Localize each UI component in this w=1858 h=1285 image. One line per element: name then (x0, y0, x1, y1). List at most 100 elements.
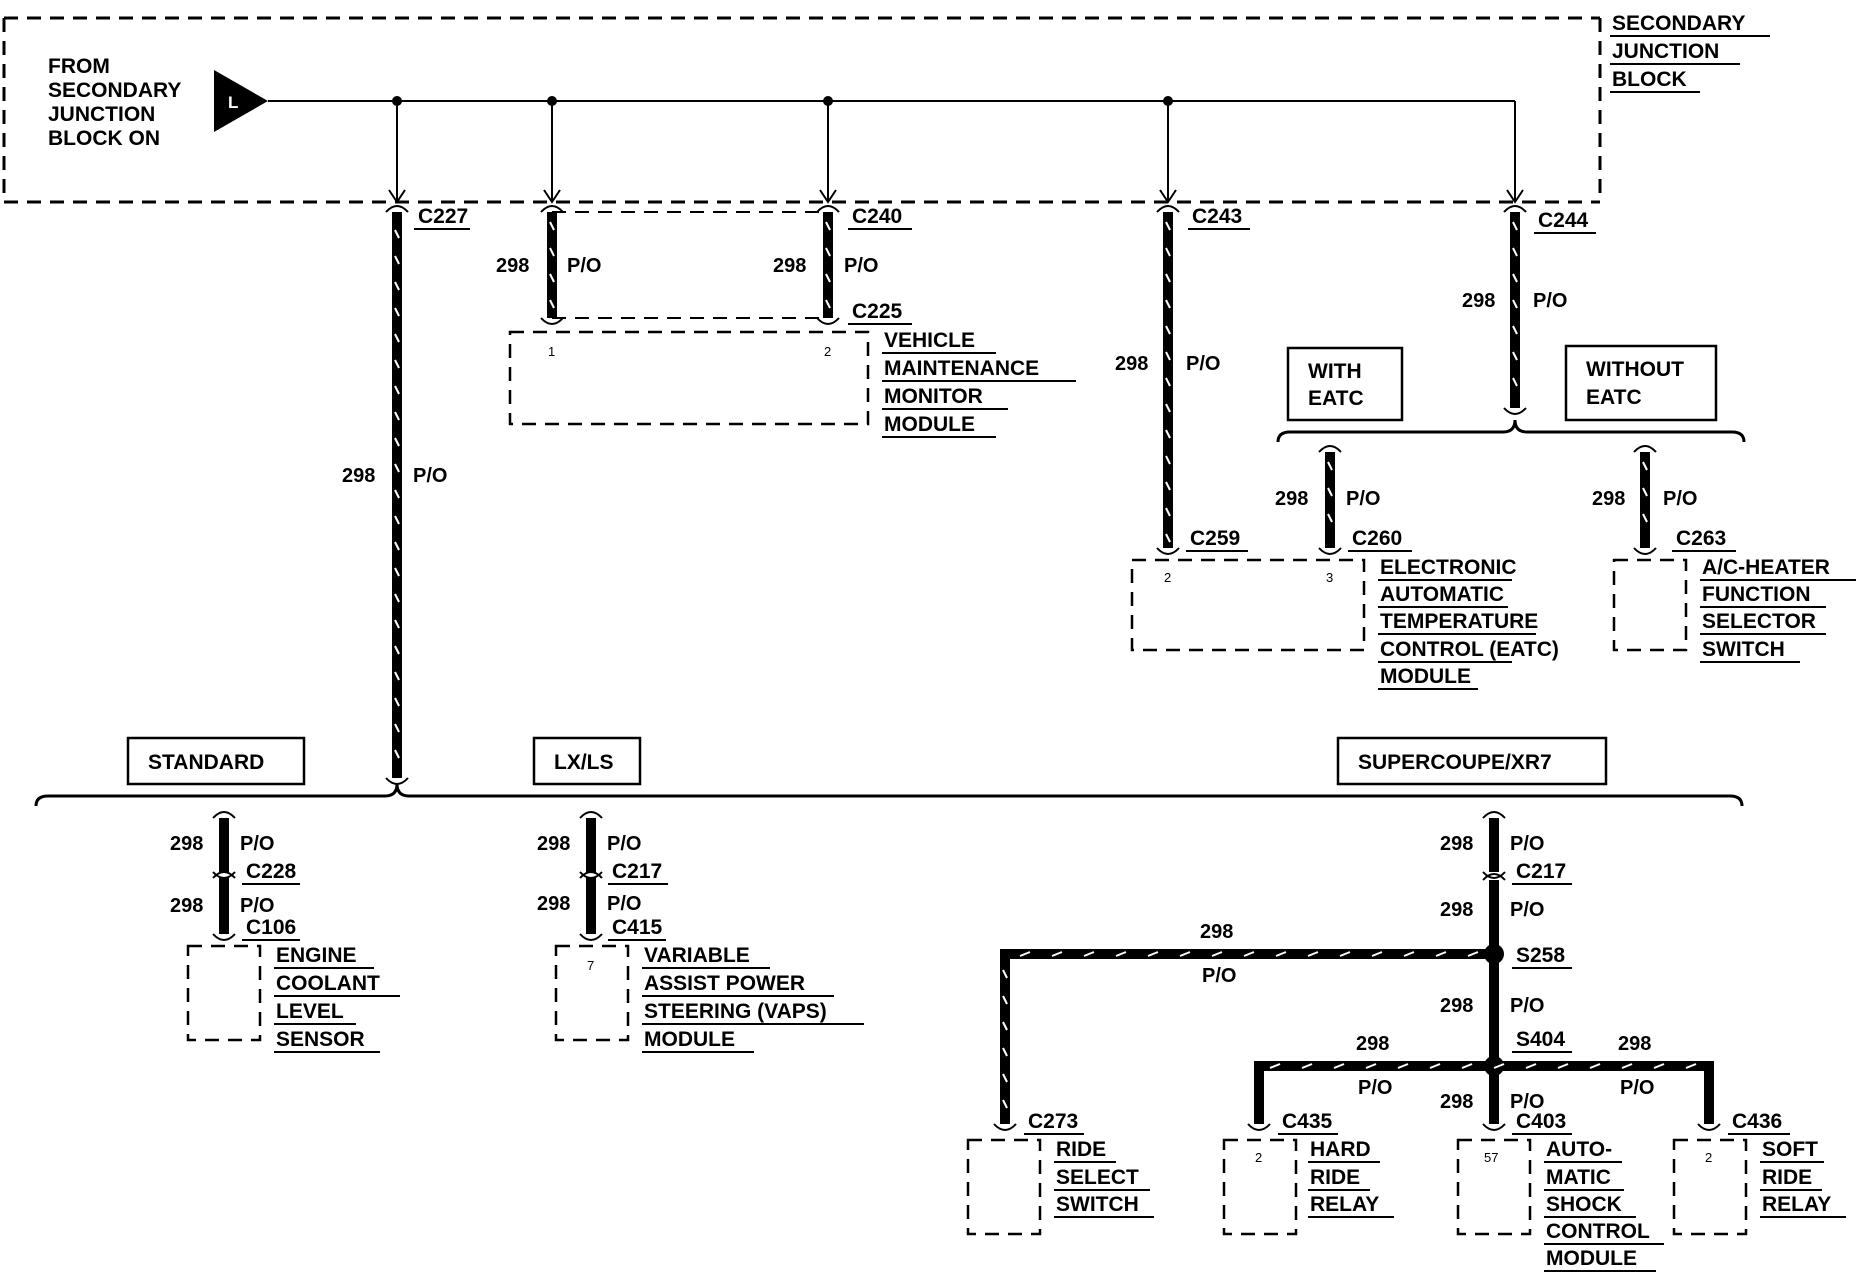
wire-vmm2-number: 298 (773, 255, 806, 277)
svg-text:CONTROL: CONTROL (1546, 1220, 1650, 1243)
conn-c106: C106 (246, 916, 296, 939)
wire-tick (1397, 1063, 1409, 1069)
svg-text:298: 298 (1440, 1091, 1473, 1113)
conn-c243: C243 (1192, 205, 1242, 228)
wire-ride-select (993, 949, 1494, 1131)
conn-c225: C225 (852, 300, 903, 323)
wire-tick (1115, 951, 1127, 957)
wire-tick (1275, 951, 1287, 957)
wire-ac-color: P/O (1663, 488, 1697, 510)
wire-tick (1165, 351, 1171, 361)
wire-tick (1002, 1021, 1008, 1031)
wire-c244 (1503, 205, 1527, 415)
svg-text:TEMPERATURE: TEMPERATURE (1380, 610, 1538, 633)
svg-text:P/O: P/O (1510, 833, 1544, 855)
wire-tick (1165, 247, 1171, 257)
wire-tick (1512, 351, 1518, 361)
svg-text:RELAY: RELAY (1310, 1193, 1379, 1216)
svg-text:SUPERCOUPE/XR7: SUPERCOUPE/XR7 (1358, 751, 1552, 774)
wire-tick (1002, 1047, 1008, 1057)
wire-vmm1-number: 298 (496, 255, 529, 277)
svg-text:298: 298 (170, 833, 203, 855)
wire-tick (394, 411, 400, 421)
wire-sc-upper (1482, 811, 1506, 879)
wire-tick (394, 385, 400, 395)
eatc-option-bracket (1276, 419, 1746, 443)
wire-tick (394, 645, 400, 655)
wire-tick (549, 273, 555, 283)
svg-text:298: 298 (537, 893, 570, 915)
wire-tick (394, 333, 400, 343)
svg-text:P/O: P/O (240, 895, 274, 917)
wire-tick (1493, 1063, 1505, 1069)
wire-lxls-upper (579, 811, 603, 879)
wire-tick (1083, 951, 1095, 957)
ac-heater-label: A/C-HEATER FUNCTION SELECTOR SWITCH (1700, 556, 1856, 663)
source-pin-label: L (228, 93, 238, 112)
eatc-pin-2: 2 (1164, 570, 1171, 585)
wire-tick (1589, 1063, 1601, 1069)
wire-s404-bus (1247, 1061, 1721, 1131)
wire-tick (1685, 1063, 1697, 1069)
hard-ride-label: HARD RIDE RELAY (1308, 1138, 1394, 1218)
wire-tick (394, 515, 400, 525)
conn-c227: C227 (418, 205, 468, 228)
wire-sc-to-s258 (1482, 873, 1506, 954)
wire-tick (1642, 487, 1648, 497)
hard-ride-relay-box: 2 (1222, 1138, 1298, 1236)
vmm-pin-1: 1 (548, 344, 555, 359)
conn-c273: C273 (1028, 1110, 1078, 1133)
option-lxls: LX/LS (532, 736, 642, 786)
soft-ride-relay-box: 2 (1672, 1138, 1748, 1236)
svg-text:STANDARD: STANDARD (148, 751, 264, 774)
wire-tick (1557, 1063, 1569, 1069)
vaps-module-box: 7 (554, 944, 630, 1042)
wire-tick (1165, 455, 1171, 465)
wire-tick (1269, 1063, 1281, 1069)
svg-text:MONITOR: MONITOR (884, 385, 983, 408)
svg-text:EATC: EATC (1308, 387, 1364, 410)
conn-c435: C435 (1282, 1110, 1333, 1133)
svg-text:FUNCTION: FUNCTION (1702, 583, 1811, 606)
wire-tick (1512, 273, 1518, 283)
wire-tick (394, 255, 400, 265)
wire-tick (1165, 377, 1171, 387)
ac-heater-component-box (1612, 558, 1688, 652)
source-label: FROM SECONDARY JUNCTION BLOCK ON (48, 55, 181, 150)
svg-text:VEHICLE: VEHICLE (884, 329, 975, 352)
wire-tick (394, 463, 400, 473)
conn-c217-lxls: C217 (612, 860, 662, 883)
wire-tick (1333, 1063, 1345, 1069)
wire-ac-heater (1633, 445, 1657, 555)
wire-tick (1147, 951, 1159, 957)
wire-tick (825, 273, 831, 283)
svg-text:P/O: P/O (1510, 1091, 1544, 1113)
wire-tick (1307, 951, 1319, 957)
wire-tick (394, 437, 400, 447)
conn-c217-sc: C217 (1516, 860, 1566, 883)
svg-text:MODULE: MODULE (1546, 1247, 1637, 1270)
svg-text:298: 298 (1618, 1033, 1651, 1055)
wire-tick (549, 221, 555, 231)
wire-tick (1165, 325, 1171, 335)
svg-text:298: 298 (1440, 899, 1473, 921)
conn-c260: C260 (1352, 527, 1402, 550)
vmm-label: VEHICLE MAINTENANCE MONITOR MODULE (882, 329, 1076, 438)
wire-tick (1512, 247, 1518, 257)
wire-c243-color: P/O (1186, 353, 1220, 375)
wire-tick (825, 247, 831, 257)
wire-tick (1327, 513, 1333, 523)
svg-text:COOLANT: COOLANT (276, 972, 380, 995)
wire-tick-marks (394, 221, 1697, 1109)
jb-line-1: SECONDARY (1612, 12, 1745, 35)
wire-tick (1165, 507, 1171, 517)
svg-text:P/O: P/O (240, 833, 274, 855)
svg-text:RIDE: RIDE (1310, 1166, 1360, 1189)
wire-tick (825, 221, 831, 231)
wire-tick (1642, 461, 1648, 471)
wire-vmm-pin1 (540, 205, 564, 325)
svg-text:P/O: P/O (607, 893, 641, 915)
svg-text:ELECTRONIC: ELECTRONIC (1380, 556, 1517, 579)
svg-text:MODULE: MODULE (644, 1028, 735, 1051)
svg-text:HARD: HARD (1310, 1138, 1371, 1161)
